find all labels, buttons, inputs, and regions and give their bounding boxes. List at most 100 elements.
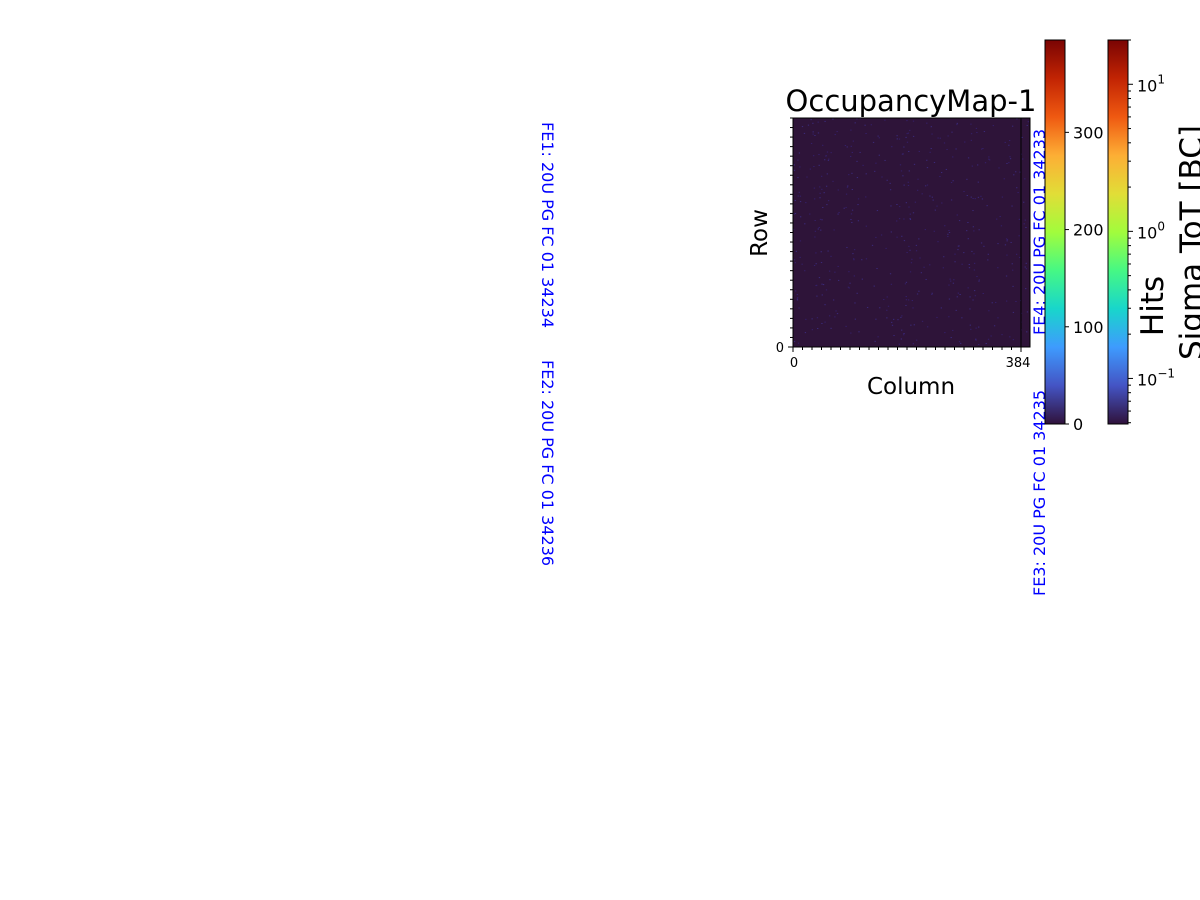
heatmap-cell <box>952 329 954 331</box>
heatmap-cell <box>905 304 907 306</box>
heatmap-cell <box>900 316 902 318</box>
heatmap-cell <box>911 300 913 302</box>
heatmap-cell <box>941 202 943 204</box>
heatmap-cell <box>798 307 800 309</box>
heatmap-cell <box>980 195 982 197</box>
heatmap-cell <box>961 263 963 265</box>
heatmap-cell <box>940 172 943 174</box>
heatmap-cell <box>799 240 802 242</box>
heatmap-cell <box>964 141 966 143</box>
y-axis-label: Row <box>747 209 773 257</box>
heatmap-cell <box>812 155 815 157</box>
heatmap-cell <box>825 185 828 187</box>
heatmap-cell <box>803 132 806 134</box>
heatmap-cell <box>889 273 892 275</box>
heatmap-cell <box>930 148 932 150</box>
heatmap-cell <box>998 167 1000 169</box>
heatmap-cell <box>926 159 928 161</box>
heatmap-cell <box>902 175 904 177</box>
x-tick-384: 384 <box>1006 356 1031 371</box>
heatmap-cell <box>984 162 987 164</box>
heatmap-cell <box>815 252 817 254</box>
heatmap-cell <box>923 266 925 268</box>
heatmap-cell <box>820 262 823 264</box>
heatmap-cell <box>980 242 983 244</box>
heatmap-cell <box>850 129 852 131</box>
heatmap-cell <box>1025 226 1027 228</box>
heatmap-cell <box>830 255 832 257</box>
heatmap-cell <box>852 140 855 142</box>
heatmap-cell <box>970 123 972 125</box>
heatmap-cell <box>879 307 881 309</box>
heatmap-cell <box>1013 174 1015 176</box>
heatmap-cell <box>848 271 850 273</box>
heatmap-cell <box>845 193 848 195</box>
heatmap-cell <box>995 301 997 303</box>
heatmap-cell <box>832 118 834 120</box>
heatmap-cell <box>1018 256 1021 258</box>
heatmap-cell <box>797 195 799 197</box>
heatmap-cell <box>954 261 956 263</box>
heatmap-cell <box>903 334 905 336</box>
heatmap-cell <box>967 157 970 159</box>
heatmap-cell <box>793 341 796 343</box>
heatmap-cell <box>812 122 814 124</box>
heatmap-cell <box>865 196 867 198</box>
heatmap-cell <box>905 281 908 283</box>
heatmap-cell <box>828 270 831 272</box>
heatmap-cell <box>843 207 845 209</box>
heatmap-cell <box>801 126 804 128</box>
heatmap-cell <box>793 164 795 166</box>
heatmap-cell <box>924 185 927 187</box>
colorbar-sigma-tot-tick-label: 101 <box>1137 72 1165 95</box>
heatmap-cell <box>875 162 877 164</box>
heatmap-cell <box>912 343 915 345</box>
heatmap-cell <box>821 219 823 221</box>
heatmap-cell <box>956 122 958 124</box>
heatmap-cell <box>865 173 867 175</box>
heatmap-cell <box>858 331 860 333</box>
heatmap-cell <box>884 159 886 161</box>
heatmap-cell <box>850 145 852 147</box>
heatmap-cell <box>793 213 795 215</box>
heatmap-cell <box>901 329 903 331</box>
heatmap-cell <box>836 313 839 315</box>
heatmap-cell <box>807 124 810 126</box>
heatmap-cell <box>851 209 854 211</box>
heatmap-cell <box>804 332 807 334</box>
heatmap-cell <box>903 332 905 334</box>
heatmap-cell <box>912 135 915 137</box>
heatmap-cell <box>1006 240 1008 242</box>
heatmap-cell <box>893 335 895 337</box>
heatmap-cell <box>997 243 999 245</box>
heatmap-cell <box>875 318 877 320</box>
heatmap-cell <box>907 132 910 134</box>
heatmap-cell <box>1010 241 1012 243</box>
heatmap-cell <box>880 234 883 236</box>
heatmap-cell <box>985 343 987 345</box>
heatmap-cell <box>864 124 866 126</box>
heatmap-cell <box>876 268 878 270</box>
heatmap-cell <box>901 315 903 317</box>
heatmap-cell <box>963 252 965 254</box>
heatmap-cell <box>826 173 828 175</box>
heatmap-cell <box>846 146 848 148</box>
heatmap-cell <box>905 136 907 138</box>
heatmap-cell <box>950 199 953 201</box>
heatmap-cell <box>821 188 823 190</box>
heatmap-cell <box>972 226 975 228</box>
heatmap-cell <box>957 245 960 247</box>
heatmap-cell <box>976 276 978 278</box>
heatmap-cell <box>859 118 861 120</box>
heatmap-cell <box>896 204 898 206</box>
heatmap-cell <box>915 244 918 246</box>
heatmap-cell <box>891 321 893 323</box>
heatmap-cell <box>1005 238 1008 240</box>
heatmap-cell <box>856 177 859 179</box>
heatmap-cell <box>845 206 847 208</box>
heatmap-cell <box>830 327 832 329</box>
heatmap-cell <box>804 270 806 272</box>
heatmap-cell <box>853 259 855 261</box>
heatmap-cell <box>809 168 812 170</box>
heatmap-cell <box>854 302 856 304</box>
